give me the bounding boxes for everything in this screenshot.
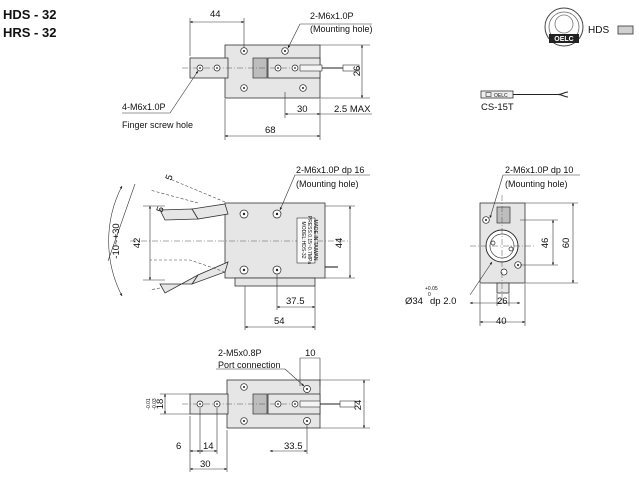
side-dim-5b: 5 — [155, 205, 167, 214]
side-dim-54: 54 — [274, 316, 285, 327]
top-finger-note: Finger screw hole — [122, 120, 193, 130]
bottom-dim-18: 18 — [155, 399, 166, 410]
bottom-dim-14: 14 — [203, 441, 214, 452]
side-mounting-hole: 2-M6x1.0P dp 16 — [296, 165, 364, 175]
side-mounting-note: (Mounting hole) — [296, 179, 359, 189]
bottom-tol-lower: -0.03 — [152, 398, 158, 410]
side-dim-42: 42 — [132, 238, 143, 249]
end-dim-60: 60 — [561, 238, 572, 249]
side-dim-angle: -10~+30 — [111, 223, 122, 258]
bottom-dim-30: 30 — [200, 459, 211, 470]
end-mounting-note: (Mounting hole) — [505, 179, 568, 189]
side-label-line1: MODEL:HDS-32 — [300, 222, 306, 259]
bottom-dim-33-5: 33.5 — [284, 441, 303, 452]
end-dim-46: 46 — [540, 238, 551, 249]
top-mounting-hole: 2-M6x1.0P — [310, 11, 354, 21]
side-dim-5a: 5 — [164, 173, 176, 182]
top-dim-30: 30 — [297, 104, 308, 115]
top-dim-68: 68 — [265, 125, 276, 136]
end-view — [469, 174, 580, 326]
end-bore-depth: dp 2.0 — [430, 296, 456, 307]
bottom-tol-upper: -0.01 — [146, 398, 152, 410]
model-title-hds: HDS - 32 — [3, 7, 56, 22]
top-dim-26: 26 — [352, 66, 363, 77]
legend-label: HDS — [588, 25, 609, 36]
end-dim-26: 26 — [497, 296, 508, 307]
side-view: MODEL:HDS-32 PRESS:0.15~0.7MPa MADE IN T… — [107, 174, 370, 330]
bottom-view — [160, 357, 370, 472]
bottom-port: 2-M5x0.8P — [218, 348, 262, 358]
end-mounting-hole: 2-M6x1.0P dp 10 — [505, 165, 573, 175]
end-bore-tol-lower: 0 — [428, 292, 431, 298]
end-bore-dia: Ø34 — [405, 296, 423, 307]
model-title-hrs: HRS - 32 — [3, 25, 56, 40]
svg-text:OELC: OELC — [494, 93, 508, 99]
sensor-label: CS-15T — [481, 102, 514, 113]
side-label-line2: PRESS:0.15~0.7MPa — [306, 216, 312, 264]
bottom-dim-24: 24 — [353, 400, 364, 411]
side-dim-44: 44 — [334, 238, 345, 249]
bottom-port-note: Port connection — [218, 360, 281, 370]
top-dim-max: 2.5 MAX — [334, 104, 371, 115]
top-finger-screw: 4-M6x1.0P — [122, 102, 166, 112]
end-bore-tol-upper: +0.05 — [425, 286, 438, 292]
top-mounting-note: (Mounting hole) — [310, 24, 373, 34]
side-label-line3: MADE IN TAIWAN — [312, 219, 318, 260]
side-dim-37-5: 37.5 — [286, 296, 305, 307]
bottom-dim-10: 10 — [305, 348, 316, 359]
sensor-cs15t: OELC — [480, 90, 569, 99]
product-logo: OELC — [544, 7, 584, 47]
end-dim-40: 40 — [496, 316, 507, 327]
top-view — [122, 18, 372, 140]
svg-text:OELC: OELC — [554, 36, 573, 43]
top-dim-44: 44 — [210, 9, 221, 20]
bottom-dim-6: 6 — [176, 441, 181, 452]
legend-swatch — [617, 25, 634, 35]
